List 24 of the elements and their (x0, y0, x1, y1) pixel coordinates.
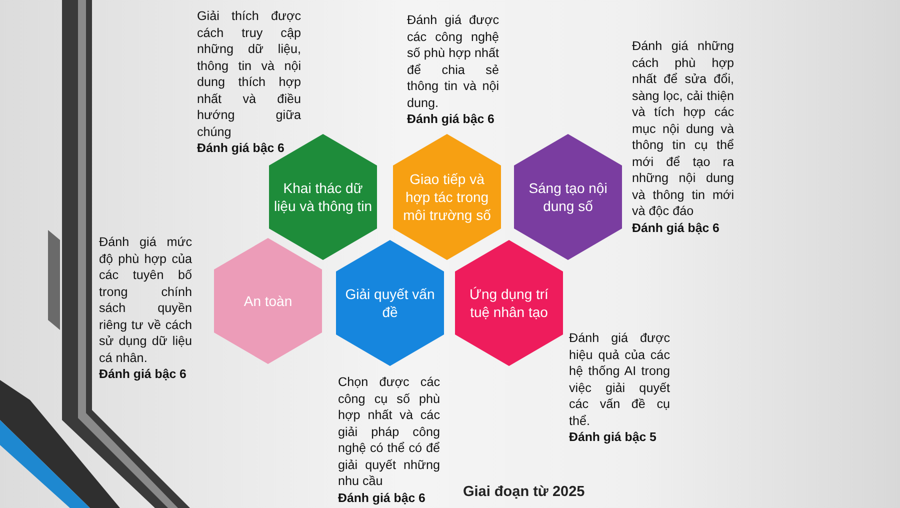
hexagon-label: An toàn (242, 292, 294, 310)
hexagon (514, 134, 622, 260)
hexagon (455, 240, 563, 366)
hexagon-label: Sáng tạo nội dung số (528, 179, 608, 215)
rating-text: Đánh giá bậc 5 (569, 429, 658, 446)
description-text: Đánh giá những cách phù hợp nhất để sửa đổi, sàng lọc, cải thiện và tích hợp các mục nội dung và thông tin cụ thể mới để tạo ra những nội dung và thông tin mới và độc đáo (632, 38, 734, 220)
hexagon-label: Giải quyết vấn đề (344, 285, 436, 321)
description-text: Đánh giá mức độ phù hợp của các tuyên bố trong chính sách quyền riêng tư về cách sử dụng dữ liệu cá nhân. (99, 234, 192, 366)
description-text: Đánh giá được các công nghệ số phù hợp nhất để chia sẻ thông tin và nội dung. (407, 12, 499, 111)
hexagon (393, 134, 501, 260)
hexagon-label: Giao tiếp và hợp tác trong môi trường số (402, 170, 492, 224)
rating-text: Đánh giá bậc 6 (197, 140, 286, 156)
stage-note: Giai đoạn từ 2025 (463, 484, 585, 500)
hexagon (214, 238, 322, 364)
description-text: Đánh giá được hiệu quả của các hệ thống AI trong việc giải quyết các vấn đề cụ thể. (569, 330, 670, 429)
hexagon-label: Ứng dụng trí tuệ nhân tạo (468, 285, 550, 321)
rating-text: Đánh giá bậc 6 (632, 220, 720, 236)
rating-text: Đánh giá bậc 6 (99, 366, 188, 382)
hexagon (336, 240, 444, 366)
rating-text: Đánh giá bậc 6 (338, 490, 426, 506)
description-text: Chọn được các công cụ số phù hợp nhất và các giải pháp công nghệ có thể có để giải quyết những nhu cầu (338, 374, 440, 490)
description-text: Giải thích được cách truy cập những dữ liệu, thông tin và nội dung thích hợp nhất và điều hướng giữa chúng (197, 8, 301, 140)
hexagon-label: Khai thác dữ liệu và thông tin (273, 179, 373, 215)
rating-text: Đánh giá bậc 6 (407, 111, 496, 128)
